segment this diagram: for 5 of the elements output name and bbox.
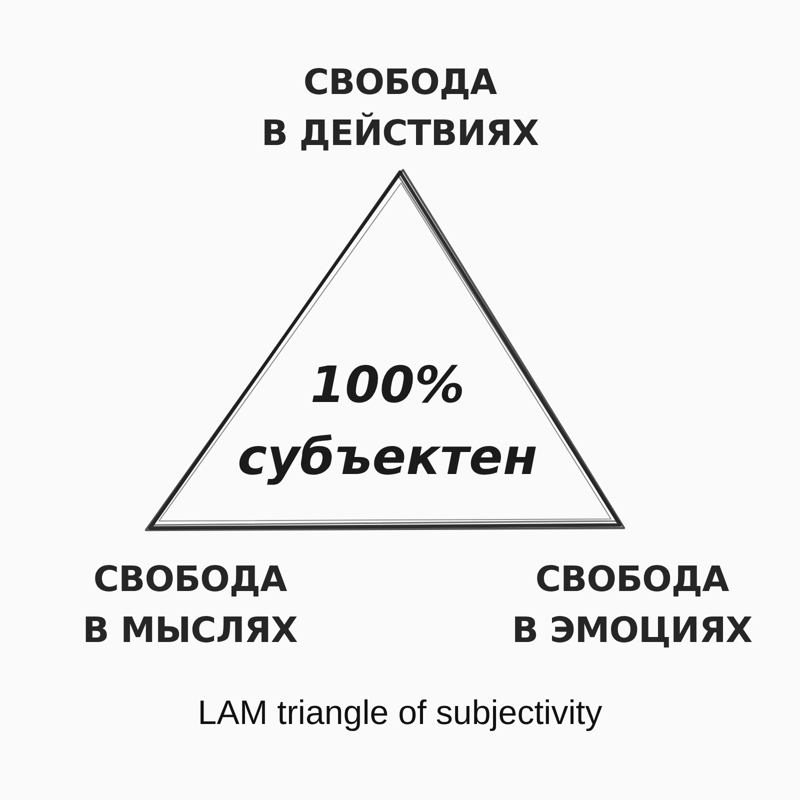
vertex-label: СВОБОДА В МЫСЛЯХ bbox=[82, 559, 298, 653]
center-text: 100% субъектен bbox=[238, 355, 538, 488]
caption: LAM triangle of subjectivity bbox=[196, 693, 604, 733]
vertex-label: СВОБОДА В ЭМОЦИЯХ bbox=[512, 559, 752, 653]
vertex-label: СВОБОДА В ДЕЙСТВИЯХ bbox=[261, 62, 539, 156]
